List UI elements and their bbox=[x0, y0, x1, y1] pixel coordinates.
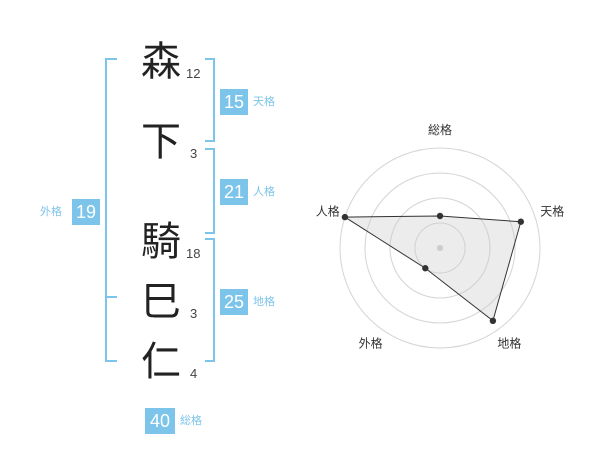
jinkaku-bracket bbox=[205, 148, 215, 234]
gaikaku-bracket bbox=[105, 58, 117, 362]
stroke-count-2: 3 bbox=[190, 146, 198, 161]
radar-chart: 総格天格地格 外格 人格 bbox=[290, 110, 590, 390]
tenkaku-label: 天格 bbox=[253, 95, 275, 108]
chikaku-bracket bbox=[205, 238, 215, 362]
radar-point-2 bbox=[517, 218, 525, 225]
chikaku-badge: 25 bbox=[220, 289, 248, 315]
radar-axis-label-2: 天格 bbox=[540, 204, 564, 219]
stroke-count-3: 18 bbox=[186, 246, 201, 261]
radar-axis-label-4: 外格 bbox=[359, 335, 383, 350]
radar-point-3 bbox=[489, 317, 497, 325]
name-char-3: 騎 bbox=[141, 219, 181, 265]
radar-ring bbox=[364, 172, 516, 324]
radar-axis-label-5: 人格 bbox=[316, 204, 340, 219]
gaikaku-badge: 19 bbox=[72, 199, 100, 225]
stroke-count-4: 3 bbox=[190, 306, 198, 321]
radar-axis-label-1: 総格 bbox=[428, 122, 452, 137]
radar-center-dot bbox=[437, 245, 443, 251]
radar-ring bbox=[389, 197, 491, 299]
soukaku-label: 総格 bbox=[180, 414, 202, 427]
stroke-count-1: 12 bbox=[186, 66, 201, 81]
name-char-5: 仁 bbox=[141, 339, 181, 385]
jinkaku-label: 人格 bbox=[253, 185, 275, 198]
name-char-4: 巳 bbox=[141, 279, 181, 325]
radar-series-polygon bbox=[343, 215, 522, 322]
gaikaku-label: 外格 bbox=[40, 205, 62, 218]
name-char-2: 下 bbox=[141, 119, 181, 165]
tenkaku-bracket bbox=[205, 58, 215, 142]
radar-ring bbox=[414, 222, 466, 274]
radar-point-4 bbox=[422, 265, 429, 272]
stroke-count-5: 4 bbox=[190, 366, 198, 381]
gaikaku-bracket-tick bbox=[107, 296, 117, 298]
radar-axis-label-3: 地格 bbox=[497, 335, 521, 350]
radar-point-5 bbox=[341, 213, 349, 221]
jinkaku-badge: 21 bbox=[220, 179, 248, 205]
name-char-1: 森 bbox=[141, 39, 181, 85]
chikaku-label: 地格 bbox=[253, 295, 275, 308]
radar-ring bbox=[339, 147, 541, 349]
soukaku-badge: 40 bbox=[145, 408, 175, 434]
tenkaku-badge: 15 bbox=[220, 89, 248, 115]
radar-point-1 bbox=[436, 212, 444, 220]
